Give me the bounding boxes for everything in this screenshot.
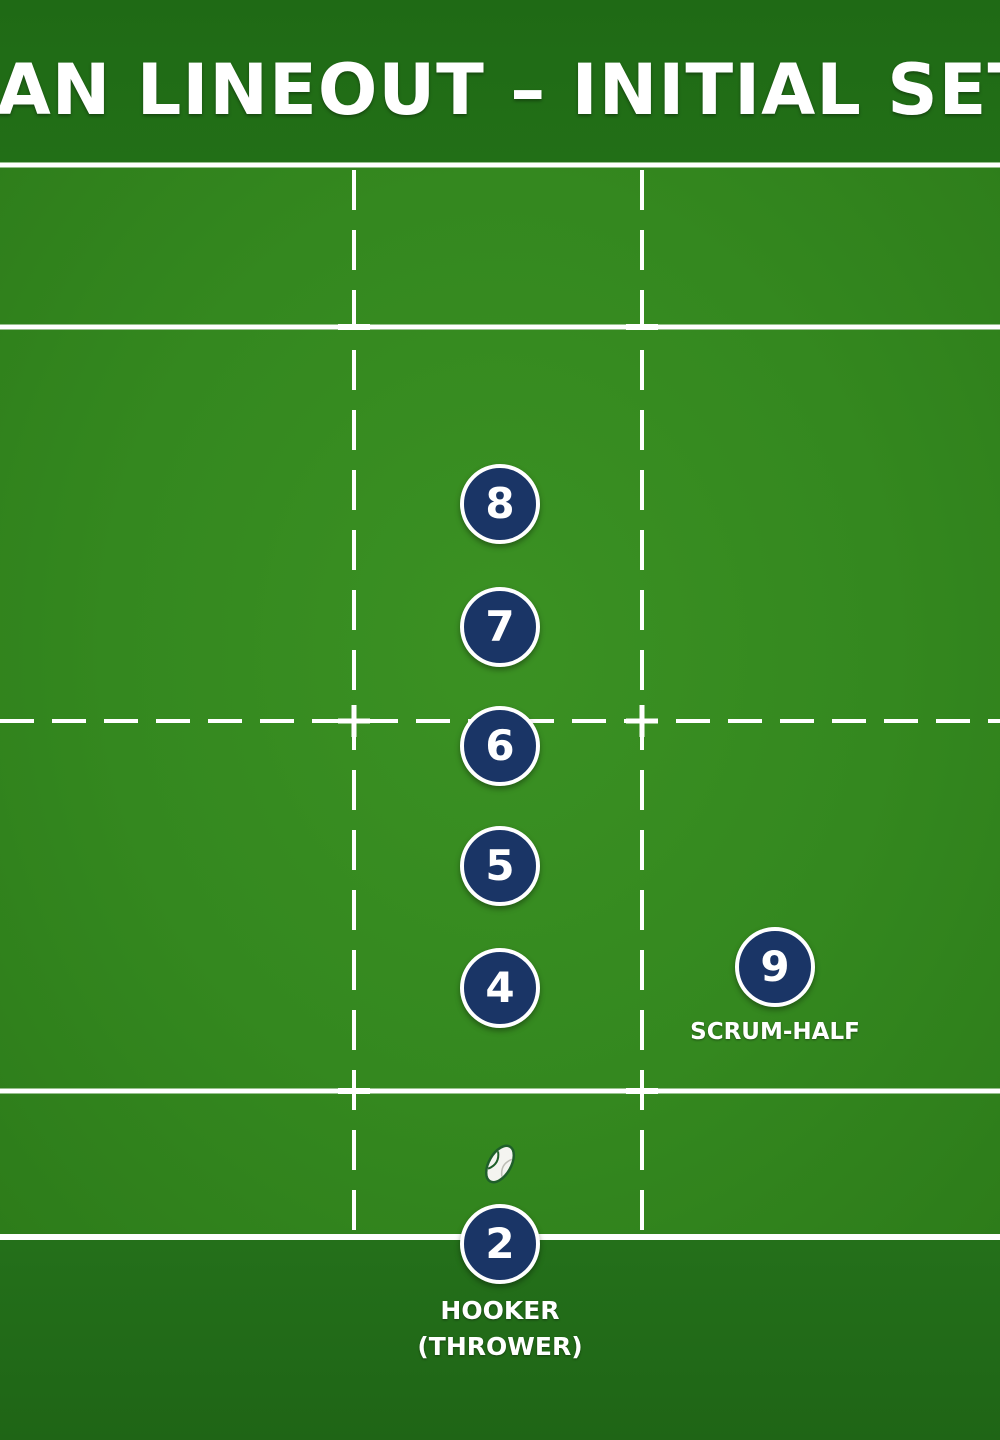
rugby-ball-icon — [484, 1144, 516, 1184]
player-marker-6: 6 — [460, 706, 540, 786]
player-marker-2: 2 — [460, 1204, 540, 1284]
pitch — [0, 162, 1000, 1240]
player-marker-5: 5 — [460, 826, 540, 906]
player-marker-7: 7 — [460, 587, 540, 667]
player-number: 4 — [485, 963, 515, 1012]
player-number: 2 — [485, 1219, 515, 1268]
player-number: 9 — [760, 942, 790, 991]
player-marker-8: 8 — [460, 464, 540, 544]
scrum-half-label: SCRUM-HALF — [690, 1019, 860, 1045]
player-number: 8 — [485, 479, 515, 528]
diagram-title: -MAN LINEOUT – INITIAL SETU — [0, 49, 1000, 131]
hooker-label-line-1: HOOKER — [440, 1296, 560, 1325]
hooker-label: HOOKER (THROWER) — [417, 1293, 582, 1365]
player-number: 5 — [485, 841, 515, 890]
title-band: -MAN LINEOUT – INITIAL SETU — [0, 0, 1000, 162]
hooker-label-line-2: (THROWER) — [417, 1332, 583, 1361]
player-number: 6 — [485, 721, 515, 770]
player-marker-4: 4 — [460, 948, 540, 1028]
player-number: 7 — [485, 602, 515, 651]
player-marker-9: 9 — [735, 927, 815, 1007]
